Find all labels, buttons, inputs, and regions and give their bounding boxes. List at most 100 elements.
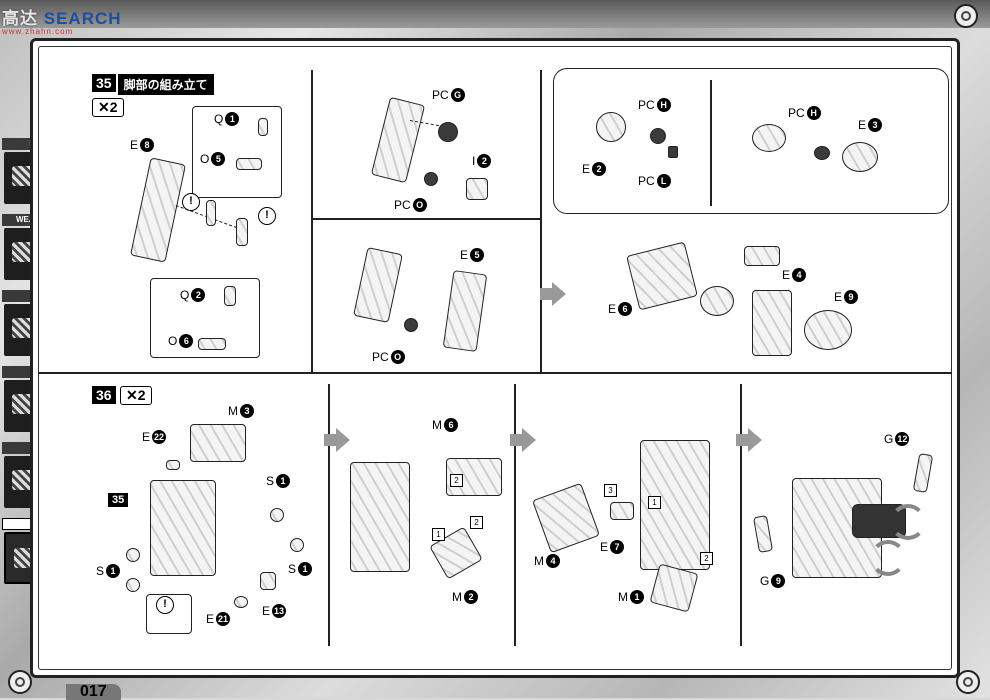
small-part (610, 502, 634, 520)
small-part (166, 460, 180, 470)
peg-part (224, 286, 236, 306)
small-part (234, 596, 248, 608)
panel-divider (540, 70, 542, 372)
sequence-marker: 1 (648, 496, 661, 509)
panel-divider (710, 80, 712, 206)
toe-part (842, 142, 878, 172)
sequence-marker: 1 (432, 528, 445, 541)
site-logo[interactable]: 高达 SEARCH www.zhahn.com (2, 4, 122, 36)
joint-part (752, 124, 786, 152)
rotate-icon (870, 540, 906, 576)
panel-divider (328, 384, 330, 646)
panel-divider (311, 218, 540, 220)
next-step-arrow (324, 428, 350, 452)
small-part (260, 572, 276, 590)
polycap-part (668, 146, 678, 158)
page-number: 017 (66, 684, 121, 700)
ref-step-35: 35 (108, 490, 129, 508)
logo-cn: 高达 (2, 9, 38, 28)
rotate-icon (890, 504, 926, 540)
cap-part (126, 548, 140, 562)
cap-part (290, 538, 304, 552)
warning-icon: ! (182, 193, 200, 211)
polycap-part (814, 146, 830, 160)
step-number: 36 (92, 386, 116, 404)
panel-divider (740, 384, 742, 646)
next-step-arrow (510, 428, 536, 452)
foot-armor-part (744, 246, 780, 266)
leg-assembly-part (350, 462, 410, 572)
detail-callout (553, 68, 949, 214)
step-number: 35 (92, 74, 116, 92)
peg-part (258, 118, 268, 136)
next-step-arrow (736, 428, 762, 452)
hip-armor-part (190, 424, 246, 462)
sequence-marker: 3 (604, 484, 617, 497)
joint-part (700, 286, 734, 316)
sequence-marker: 2 (470, 516, 483, 529)
polycap-part (438, 122, 458, 142)
toe-part (804, 310, 852, 350)
warning-icon: ! (156, 596, 174, 614)
joint-part (596, 112, 626, 142)
step-36-header: 36 ✕2 (92, 386, 152, 405)
cap-part (126, 578, 140, 592)
multiplier-badge: ✕2 (92, 98, 124, 117)
step-title: 脚部の組み立て (117, 74, 214, 95)
logo-main: SEARCH (43, 9, 122, 28)
top-bar (0, 0, 990, 28)
panel-divider (311, 70, 313, 372)
logo-sub: www.zhahn.com (2, 27, 74, 36)
joint-part (466, 178, 488, 200)
polycap-part (424, 172, 438, 186)
pin-part (236, 218, 248, 246)
leg-frame-part (752, 290, 792, 356)
cap-part (270, 508, 284, 522)
gear-icon (956, 670, 980, 694)
gear-icon (8, 670, 32, 694)
next-step-arrow (540, 282, 566, 306)
row-divider (38, 372, 952, 374)
sequence-marker: 2 (700, 552, 713, 565)
sequence-marker: 2 (450, 474, 463, 487)
gear-icon (954, 4, 978, 28)
pin-part (206, 200, 216, 226)
connector-part (198, 338, 226, 350)
multiplier-badge: ✕2 (120, 386, 152, 405)
polycap-part (650, 128, 666, 144)
panel-divider (514, 384, 516, 646)
leg-assembly-part (150, 480, 216, 576)
